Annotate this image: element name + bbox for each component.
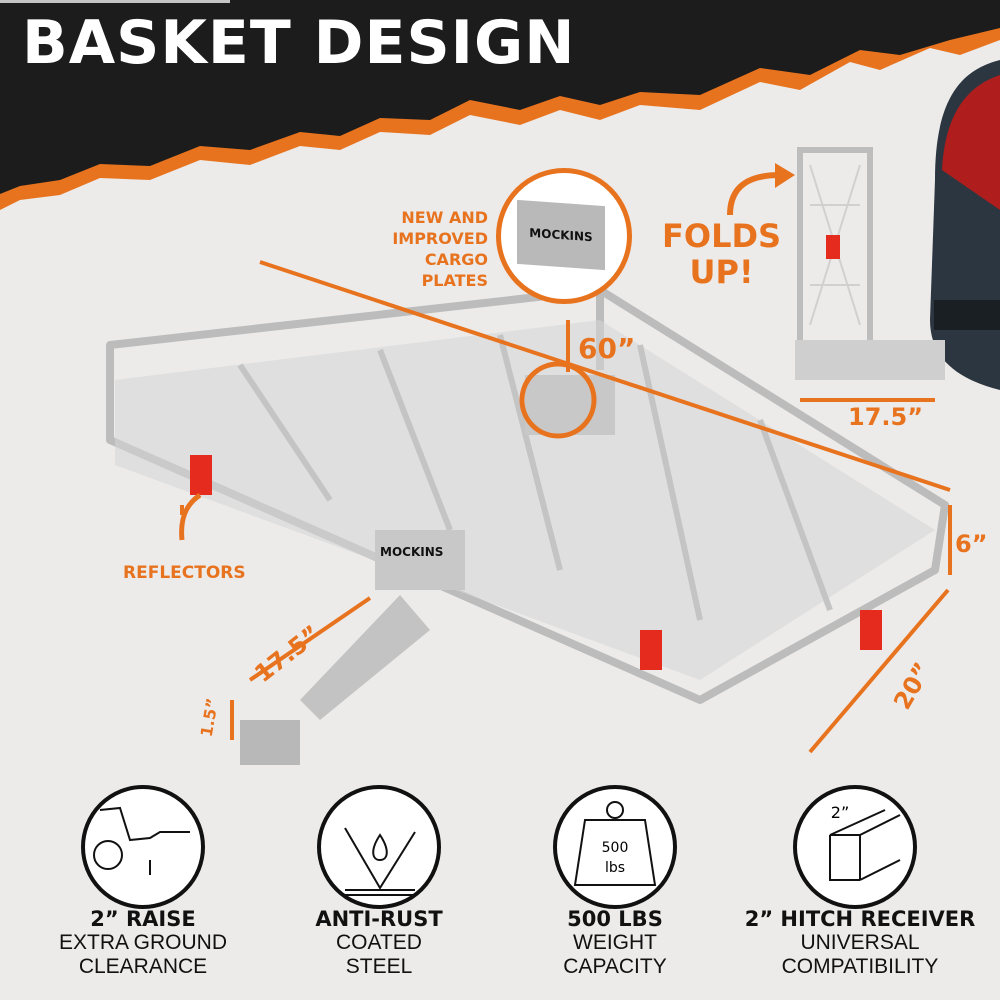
feature-title: 2” HITCH RECEIVER	[744, 907, 976, 931]
feature-line: UNIVERSAL	[800, 931, 920, 954]
folds-line-2: UP!	[689, 253, 754, 291]
folded-basket-image	[795, 147, 945, 402]
feature-icons: 500 lbs 2”	[81, 785, 917, 909]
basket-image	[0, 0, 952, 765]
feature-title: 2” RAISE	[90, 907, 196, 931]
feature-line: CLEARANCE	[78, 955, 208, 978]
mockins-logo: MOCKINS	[517, 199, 605, 271]
feature-line: CAPACITY	[563, 955, 667, 978]
reflectors-callout: REFLECTORS	[123, 563, 246, 583]
length-label: 60”	[578, 332, 636, 365]
cargo-plate-zoom: MOCKINS	[496, 168, 632, 304]
basket-logo: MOCKINS	[380, 545, 444, 559]
page-title: BASKET DESIGN	[22, 8, 576, 78]
feature-title: 500 LBS	[567, 907, 663, 931]
feature-hitch: 2” HITCH RECEIVER UNIVERSAL COMPATIBILIT…	[735, 907, 985, 979]
hitch-receiver-icon	[793, 785, 917, 909]
folded-depth-label: 17.5”	[848, 403, 923, 431]
weight-icon-text-500: 500	[602, 840, 629, 856]
water-drops-icon	[317, 785, 441, 909]
feature-line: EXTRA GROUND	[58, 931, 228, 954]
reflector-arrow-icon	[179, 492, 202, 541]
height-label: 6”	[955, 530, 988, 558]
folds-line-1: FOLDS	[662, 217, 782, 255]
cargo-line-1: NEW AND	[401, 208, 488, 227]
feature-raise: 2” RAISE EXTRA GROUND CLEARANCE	[23, 907, 263, 979]
feature-anti-rust: ANTI-RUST COATED STEEL	[259, 907, 499, 979]
folds-up-callout: FOLDS UP!	[662, 218, 781, 290]
weight-icon-text-lbs: lbs	[605, 860, 625, 876]
cargo-plate-highlight-ring	[519, 361, 597, 439]
feature-weight: 500 LBS WEIGHT CAPACITY	[495, 907, 735, 979]
cargo-line-2: IMPROVED	[392, 229, 488, 248]
header-band	[0, 0, 1000, 210]
feature-line: COATED	[336, 931, 422, 954]
feature-title: ANTI-RUST	[315, 907, 443, 931]
length-dimension-line	[259, 260, 951, 492]
feature-line: COMPATIBILITY	[781, 955, 939, 978]
raise-icon	[81, 785, 205, 909]
receiver-icon-text: 2”	[831, 803, 849, 822]
weight-icon	[553, 785, 677, 909]
car-rear-image	[930, 60, 1000, 390]
cargo-line-3: CARGO PLATES	[421, 250, 488, 290]
feature-line: STEEL	[345, 955, 413, 978]
reflector-icons	[190, 455, 882, 670]
feature-line: WEIGHT	[573, 931, 657, 954]
cargo-plates-callout: NEW AND IMPROVED CARGO PLATES	[360, 207, 488, 291]
folds-arrow-icon	[727, 163, 795, 216]
